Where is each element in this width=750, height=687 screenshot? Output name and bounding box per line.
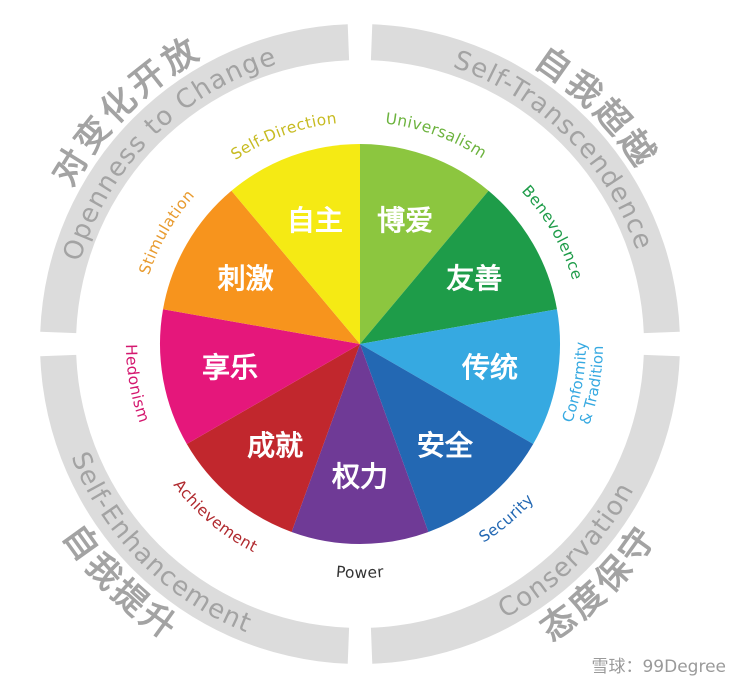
wedge-conformity_tradition <box>360 309 560 444</box>
wedge-universalism <box>360 144 489 344</box>
group-ring-self_enhancement <box>40 354 350 664</box>
wedge-security <box>360 344 534 532</box>
wedge-label-self_direction: 自主 <box>287 204 343 237</box>
wedge-self_direction <box>231 144 360 344</box>
wedge-label-achievement: 成就 <box>247 429 303 462</box>
wedge-benevolence <box>360 190 557 344</box>
wedge-power <box>291 344 429 544</box>
watermark-text: 雪球：99Degree <box>591 657 726 677</box>
group-ring-self_transcendence <box>370 24 680 334</box>
wedge-achievement <box>186 344 360 532</box>
wedge-label-power: 权力 <box>331 460 388 493</box>
group-ring-conservation <box>370 354 680 664</box>
value-en-label-hedonism: Hedonism <box>122 344 153 425</box>
wedge-label-security: 安全 <box>417 429 474 462</box>
wedge-label-hedonism: 享乐 <box>202 351 258 384</box>
wedge-label-stimulation: 刺激 <box>218 262 274 295</box>
wedge-label-conformity_tradition: 传统 <box>461 351 518 384</box>
wedge-label-universalism: 博爱 <box>377 204 433 237</box>
value-en-label-power: Power <box>335 563 385 582</box>
wedge-stimulation <box>163 190 360 344</box>
group-ring-openness <box>40 24 350 334</box>
wedge-label-benevolence: 友善 <box>446 262 502 295</box>
wedge-hedonism <box>159 309 360 444</box>
